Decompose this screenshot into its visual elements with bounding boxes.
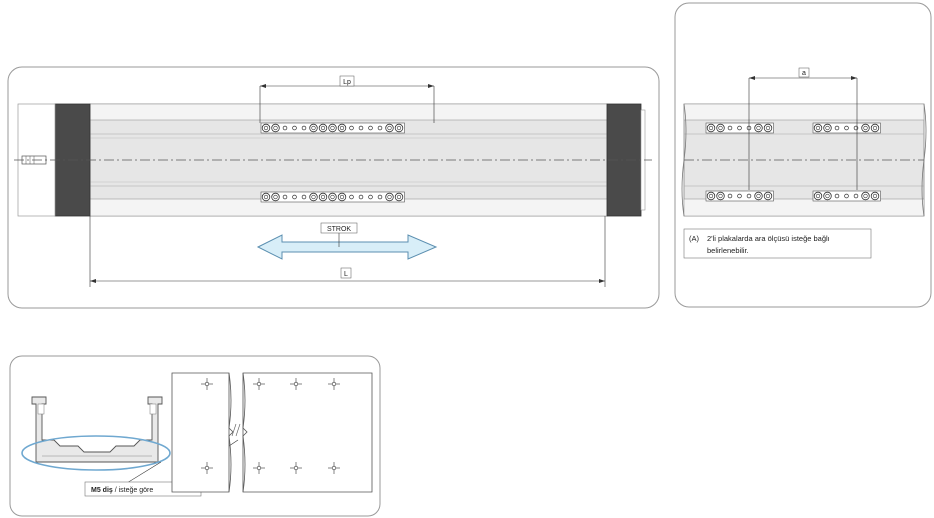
note-line-1: 2'li plakalarda ara ölçüsü isteğe bağlı xyxy=(707,234,830,243)
thread-label-rest: / isteğe göre xyxy=(113,487,154,494)
svg-text:M5 diş / isteğe göre: M5 diş / isteğe göre xyxy=(91,487,153,494)
carriage-holes-top xyxy=(260,122,405,134)
mounting-hole xyxy=(844,193,849,199)
mounting-hole xyxy=(853,193,859,199)
crosshair-hole xyxy=(328,378,340,390)
mounting-hole xyxy=(282,125,288,131)
mounting-hole xyxy=(727,193,733,199)
l-dimension: L xyxy=(89,216,606,287)
carriage-holes-bottom xyxy=(260,191,405,203)
mounting-hole xyxy=(292,194,297,200)
lp-label: Lp xyxy=(343,79,351,86)
detail-view-panel: a (A) 2'li plakalarda ara ölçüsü isteğe … xyxy=(674,2,932,308)
crosshair-hole xyxy=(201,378,213,390)
thread-label-bold: M5 diş xyxy=(91,487,113,494)
l-label: L xyxy=(344,271,348,278)
thread-highlight xyxy=(21,435,171,471)
mounting-hole xyxy=(737,125,742,131)
mounting-hole xyxy=(834,193,840,199)
mounting-hole xyxy=(746,193,752,199)
crosshair-hole xyxy=(201,462,213,474)
crosshair-hole xyxy=(290,462,302,474)
a-dimension: a xyxy=(748,67,858,190)
note-line-2: belirlenebilir. xyxy=(707,246,749,255)
mounting-hole xyxy=(349,194,354,200)
note-prefix: (A) xyxy=(689,234,700,243)
mounting-hole xyxy=(834,125,840,131)
strok-label: STROK xyxy=(327,226,351,233)
mounting-hole xyxy=(349,125,354,131)
mounting-hole xyxy=(301,194,307,200)
mounting-hole xyxy=(844,125,849,131)
mounting-hole xyxy=(377,194,383,200)
mounting-hole xyxy=(358,125,364,131)
crosshair-hole xyxy=(253,462,265,474)
detail-holes-top xyxy=(705,122,881,134)
mounting-hole xyxy=(368,125,373,131)
crosshair-hole xyxy=(290,378,302,390)
mounting-hole xyxy=(282,194,288,200)
main-view-panel: Lp STROK L xyxy=(7,66,660,309)
crosshair-hole xyxy=(328,462,340,474)
profile-cross-section xyxy=(21,396,171,471)
mounting-hole xyxy=(368,194,373,200)
mounting-hole xyxy=(292,125,297,131)
lp-dimension: Lp xyxy=(259,75,435,123)
strok-arrow: STROK xyxy=(256,222,438,260)
mounting-hole xyxy=(358,194,364,200)
crosshair-hole xyxy=(253,378,265,390)
detail-note: (A) 2'li plakalarda ara ölçüsü isteğe ba… xyxy=(683,228,872,259)
mounting-hole xyxy=(727,125,733,131)
mounting-hole xyxy=(737,193,742,199)
plate-view xyxy=(171,372,373,493)
section-view-panel: M5 diş / isteğe göre xyxy=(9,355,381,517)
detail-holes-bottom xyxy=(705,190,881,202)
mounting-hole xyxy=(301,125,307,131)
a-label: a xyxy=(802,70,806,77)
mounting-hole xyxy=(377,125,383,131)
mounting-hole xyxy=(853,125,859,131)
